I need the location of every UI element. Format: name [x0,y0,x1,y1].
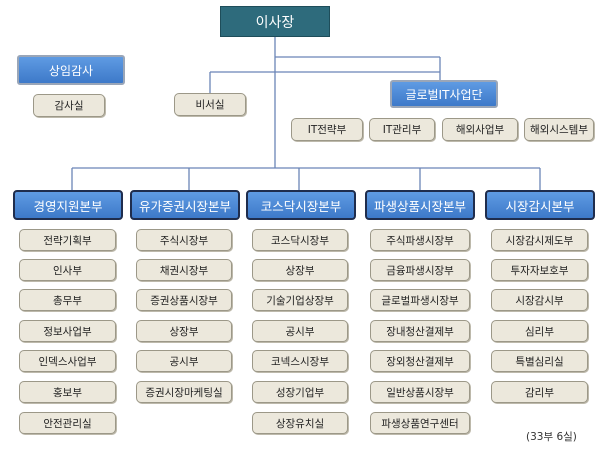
department-box: 기술기업상장부 [252,289,348,311]
division-header-4: 파생상품시장본부 [365,190,475,220]
auditor-box: 상임감사 [17,55,125,85]
division-header-3: 코스닥시장본부 [246,190,356,220]
department-box: 코스닥시장부 [252,229,348,251]
department-box: 공시부 [136,350,232,372]
department-box: 정보사업부 [19,320,116,342]
secretariat-box: 비서실 [174,93,246,116]
department-box: 주식파생시장부 [370,229,470,251]
department-box: 인사부 [19,259,116,281]
division-header-1: 경영지원본부 [13,190,123,220]
global-it-box: 글로벌IT사업단 [390,80,498,108]
global-it-dept-3: 해외사업부 [442,118,518,141]
department-box: 홍보부 [19,381,116,403]
chairman-box: 이사장 [220,6,330,37]
department-box: 증권상품시장부 [136,289,232,311]
department-box: 채권시장부 [136,259,232,281]
department-box: 총무부 [19,289,116,311]
department-box: 장내청산결제부 [370,320,470,342]
department-box: 상장부 [136,320,232,342]
division-header-2: 유가증권시장본부 [130,190,240,220]
department-box: 장외청산결제부 [370,350,470,372]
department-box: 공시부 [252,320,348,342]
audit-office-box: 감사실 [33,94,105,117]
department-box: 일반상품시장부 [370,381,470,403]
department-box: 성장기업부 [252,381,348,403]
division-header-5: 시장감시본부 [485,190,595,220]
department-box: 특별심리실 [491,350,588,372]
department-box: 글로벌파생시장부 [370,289,470,311]
department-box: 파생상품연구센터 [370,412,470,434]
department-box: 상장부 [252,259,348,281]
department-box: 금융파생시장부 [370,259,470,281]
department-box: 증권시장마케팅실 [136,381,232,403]
global-it-dept-2: IT관리부 [369,118,435,141]
department-box: 투자자보호부 [491,259,588,281]
global-it-dept-4: 해외시스템부 [524,118,594,141]
department-box: 감리부 [491,381,588,403]
department-box: 인덱스사업부 [19,350,116,372]
global-it-dept-1: IT전략부 [291,118,363,141]
department-box: 코넥스시장부 [252,350,348,372]
department-box: 심리부 [491,320,588,342]
department-count-note: (33부 6실) [526,431,577,443]
department-box: 안전관리실 [19,412,116,434]
department-box: 시장감시부 [491,289,588,311]
department-box: 시장감시제도부 [491,229,588,251]
department-box: 전략기획부 [19,229,116,251]
department-box: 상장유치실 [252,412,348,434]
department-box: 주식시장부 [136,229,232,251]
